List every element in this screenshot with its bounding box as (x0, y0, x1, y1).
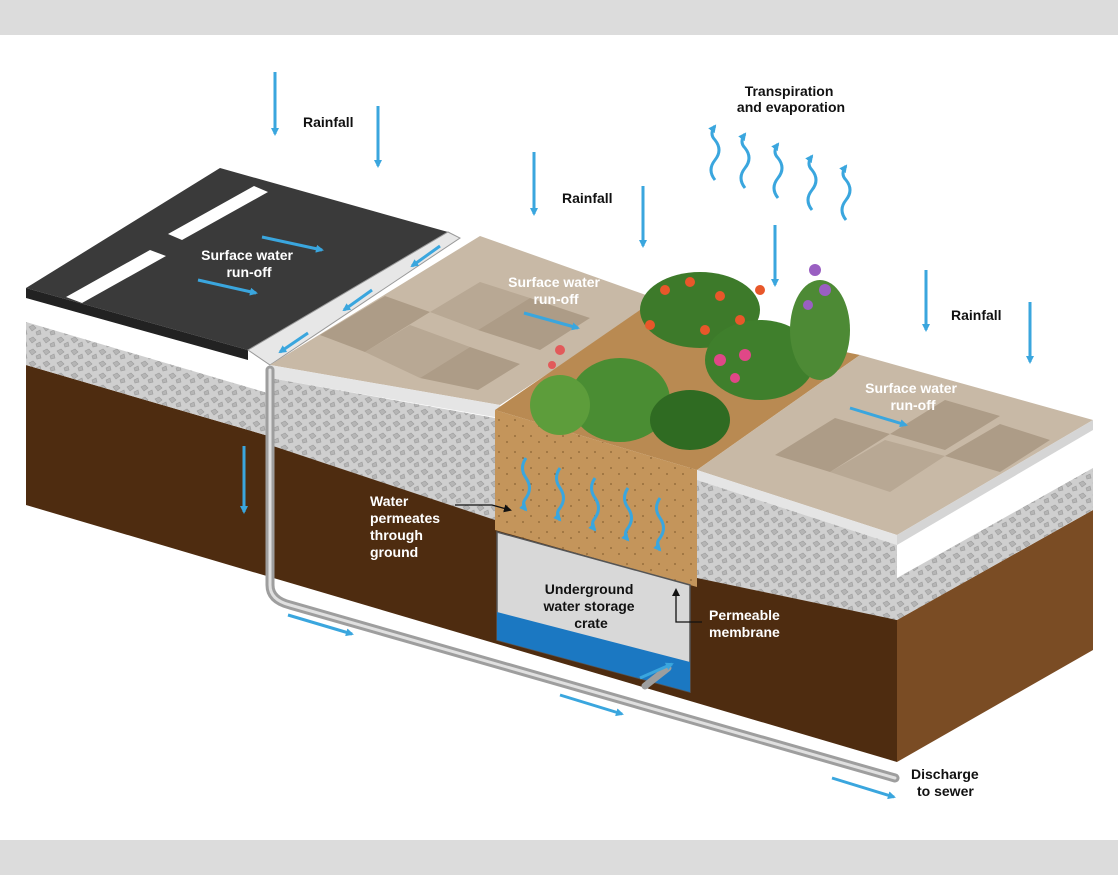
permeates-label: Water permeates through ground (370, 493, 444, 560)
paving-edge (897, 420, 1093, 545)
paving-tile (890, 400, 1000, 450)
leader-lines (455, 504, 702, 623)
permeation-arrows (519, 457, 665, 552)
road-surface (26, 168, 448, 350)
rainfall-arrows (271, 72, 1034, 364)
paving-tile (430, 282, 530, 330)
drain-pipe-highlight (268, 368, 897, 780)
storage-crate-water (497, 612, 690, 692)
drainage-channel (247, 231, 461, 366)
right-runoff-label: Surface water run-off (865, 380, 961, 413)
paving-tile (478, 298, 590, 350)
gravel-side-face (897, 468, 1093, 620)
rainfall-label: Rainfall (303, 114, 354, 130)
road-edge (26, 288, 248, 360)
paving-runoff-label: Surface water run-off (508, 274, 604, 307)
paving-tile (830, 440, 945, 492)
road-marking (66, 250, 166, 303)
crate-outlet-pipe (641, 664, 672, 690)
road-runoff-label: Surface water run-off (201, 247, 297, 280)
paving-tile (945, 424, 1050, 472)
rainfall-label: Rainfall (951, 307, 1002, 323)
rain-garden-plants (530, 264, 850, 450)
discharge-label: Discharge to sewer (911, 766, 983, 799)
gravel-under-left (270, 378, 495, 520)
transpiration-arrows (708, 124, 852, 221)
road-marking (168, 186, 268, 240)
paving-edge (270, 365, 500, 418)
gravel-under-right (697, 480, 897, 620)
runoff-arrows (197, 235, 908, 514)
paving-edge (697, 470, 897, 545)
transpiration-label: Transpiration and evaporation (737, 83, 845, 115)
membrane-label: Permeable membrane (709, 607, 784, 640)
paving-tile (775, 418, 890, 472)
paving-tile (320, 296, 430, 352)
pipe-flow-arrows (287, 613, 896, 800)
rainfall-label: Rainfall (562, 190, 613, 206)
crate-label: Underground water storage crate (543, 581, 639, 631)
paving-tile (420, 347, 520, 390)
soil-side-face (897, 510, 1093, 762)
paving-tile (365, 325, 470, 378)
